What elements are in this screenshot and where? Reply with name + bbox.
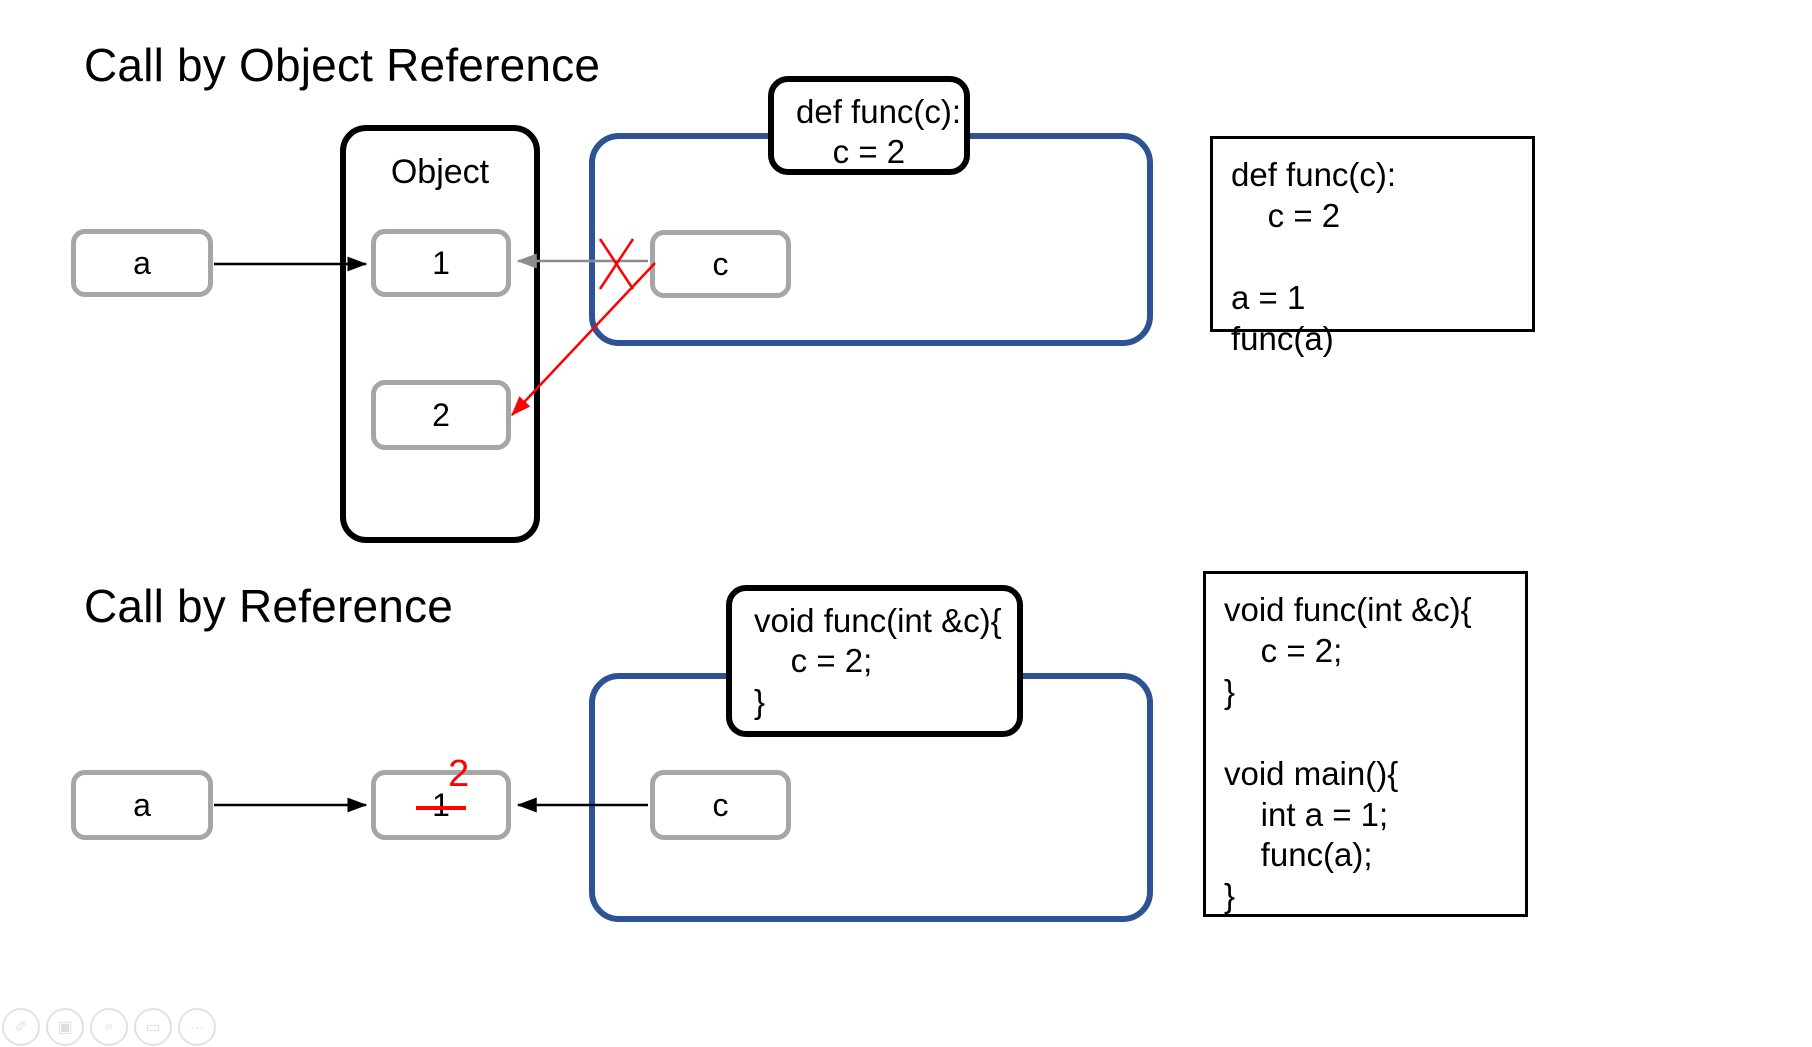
object-container-label: Object <box>390 153 490 191</box>
strikethrough-mark <box>416 805 466 810</box>
variable-box-a-top: a <box>71 229 213 297</box>
code-callout-cpp: void func(int &c){ c = 2; } <box>726 585 1023 737</box>
object-value-box-2: 2 <box>371 380 511 450</box>
status-bar-toolbar[interactable]: ✐ ▣ ⌕ ▭ ··· <box>0 1007 216 1047</box>
zoom-icon[interactable]: ⌕ <box>90 1008 128 1046</box>
section-title-reference: Call by Reference <box>84 580 454 632</box>
more-options-icon-glyph: ··· <box>190 1019 204 1035</box>
variable-box-a-bottom-label: a <box>133 786 151 823</box>
pen-icon-glyph: ✐ <box>14 1019 28 1036</box>
memory-cell-values: 1 2 <box>416 755 469 823</box>
memory-cell-new-value: 2 <box>448 753 470 795</box>
zoom-icon-glyph: ⌕ <box>104 1018 114 1035</box>
code-panel-cpp: void func(int &c){ c = 2; } void main(){… <box>1203 571 1528 917</box>
code-callout-python: def func(c): c = 2 <box>768 76 970 175</box>
object-container: Object <box>340 125 540 543</box>
memory-cell-box: 1 2 <box>371 755 511 840</box>
presentation-icon-glyph: ▭ <box>145 1019 161 1036</box>
code-panel-python: def func(c): c = 2 a = 1 func(a) <box>1210 136 1535 357</box>
pen-icon[interactable]: ✐ <box>2 1008 40 1046</box>
more-options-icon[interactable]: ··· <box>178 1008 216 1046</box>
variable-box-c-bottom: c <box>650 770 791 840</box>
memory-cell-old-value: 1 <box>432 787 450 823</box>
layout-icon-glyph: ▣ <box>57 1019 73 1036</box>
presentation-icon[interactable]: ▭ <box>134 1008 172 1046</box>
variable-box-a-bottom: a <box>71 770 213 840</box>
section-title-object-reference: Call by Object Reference <box>84 39 601 91</box>
layout-icon[interactable]: ▣ <box>46 1008 84 1046</box>
variable-box-c-top: c <box>650 230 791 298</box>
object-value-box-1: 1 <box>371 229 511 297</box>
